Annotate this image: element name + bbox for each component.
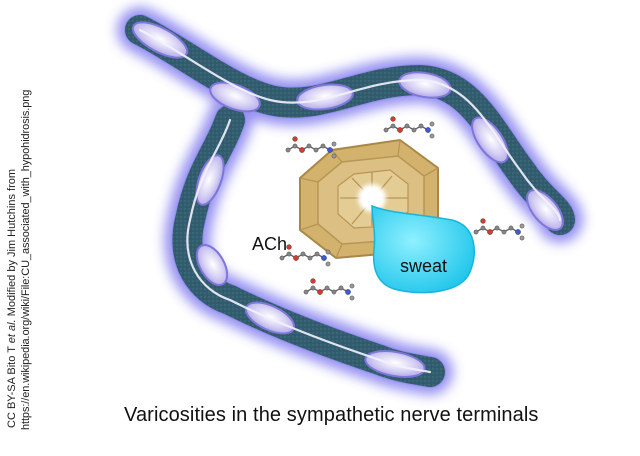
- sweat-droplet-icon: [371, 204, 475, 294]
- acetylcholine-molecules: [279, 116, 525, 301]
- credit-suffix: Modified by Jim Hutchins from: [6, 168, 18, 320]
- credit-prefix: CC BY-SA Bito T: [6, 343, 18, 428]
- varicosity: [209, 81, 261, 113]
- varicosity: [526, 189, 564, 231]
- varicosity: [195, 244, 229, 286]
- axon-line: [138, 28, 562, 374]
- credit-italic: et al.: [6, 319, 18, 344]
- acetylcholine-molecule-icon: [303, 278, 355, 301]
- acetylcholine-molecule-icon: [279, 244, 331, 267]
- ach-label: ACh: [252, 234, 287, 254]
- acetylcholine-molecule-icon: [285, 136, 337, 159]
- varicosity: [195, 154, 225, 206]
- diagram-caption: Varicosities in the sympathetic nerve te…: [124, 404, 539, 426]
- varicosities: [131, 21, 564, 378]
- sweat-label: sweat: [400, 256, 447, 276]
- varicosity: [296, 83, 354, 111]
- varicosity: [471, 116, 509, 164]
- credit-line-2[interactable]: https://en.wikipedia.org/wiki/File:CU_as…: [20, 89, 32, 430]
- credit-line-1: CC BY-SA Bito T et al. Modified by Jim H…: [6, 169, 18, 428]
- acetylcholine-molecule-icon: [383, 116, 435, 139]
- acetylcholine-molecule-icon: [473, 218, 525, 241]
